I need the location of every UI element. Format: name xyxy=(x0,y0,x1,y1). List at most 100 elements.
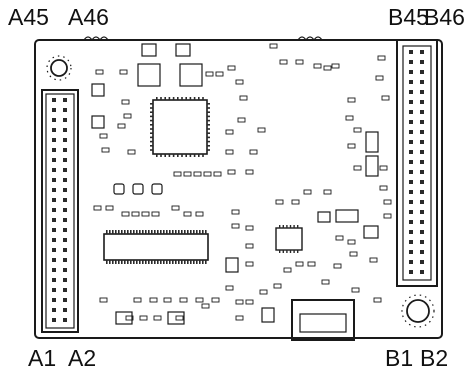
tssop-lead xyxy=(205,260,207,264)
mcu-lead xyxy=(207,140,210,143)
passive-component xyxy=(379,165,388,171)
left-header-pin xyxy=(63,98,67,102)
right-header-pin xyxy=(409,110,413,114)
mcu-lead xyxy=(202,154,204,157)
left-header-pin xyxy=(63,108,67,112)
left-header-pin xyxy=(52,128,56,132)
left-header-pin xyxy=(63,158,67,162)
right-header-pin xyxy=(409,120,413,124)
passive-component xyxy=(175,315,184,321)
mcu-lead xyxy=(177,154,179,157)
passive-component xyxy=(259,289,268,295)
passive-component xyxy=(123,113,132,119)
mcu-lead xyxy=(160,154,162,157)
right-header-pin xyxy=(420,70,424,74)
passive-component xyxy=(131,211,140,217)
passive-component xyxy=(245,243,254,249)
right-header-pin xyxy=(409,150,413,154)
tssop-lead xyxy=(124,230,126,234)
tssop-lead xyxy=(106,230,108,234)
passive-component xyxy=(245,225,254,231)
tssop-lead xyxy=(187,260,189,264)
passive-component xyxy=(349,251,358,257)
left-header-pin xyxy=(63,208,67,212)
left-header-body xyxy=(45,93,75,329)
right-header-pin xyxy=(409,100,413,104)
left-header-pin xyxy=(63,228,67,232)
mcu-lead xyxy=(207,149,210,151)
passive-component xyxy=(249,149,258,155)
right-header-pin xyxy=(409,200,413,204)
tssop-lead xyxy=(109,260,111,264)
right-header-shroud xyxy=(396,39,438,287)
left-header-pin xyxy=(63,258,67,262)
mcu-lead xyxy=(150,115,153,118)
tssop-lead xyxy=(193,260,195,264)
right-header-pin xyxy=(420,260,424,264)
passive-component xyxy=(283,267,292,273)
pin-label-a1: A1 xyxy=(28,345,57,371)
right-header-pin xyxy=(420,130,424,134)
passive-component xyxy=(239,95,248,101)
passive-component xyxy=(227,169,236,175)
mcu-lead xyxy=(189,154,192,157)
right-header-pin xyxy=(420,210,424,214)
tssop-lead xyxy=(160,230,162,234)
passive-component xyxy=(273,283,282,289)
passive-component xyxy=(231,209,240,215)
right-header-pin xyxy=(409,260,413,264)
left-header-pin xyxy=(63,318,67,322)
passive-component xyxy=(313,63,322,69)
mcu-lead xyxy=(150,119,153,122)
right-header-pin xyxy=(409,50,413,54)
tssop-lead xyxy=(154,230,156,234)
passive-component xyxy=(101,147,110,153)
right-header-pin xyxy=(420,90,424,94)
passive-component xyxy=(117,123,126,129)
left-header-pin xyxy=(52,238,56,242)
passive-component xyxy=(237,117,246,123)
mcu-lead xyxy=(150,145,153,147)
mcu-lead xyxy=(181,97,183,100)
mcu-lead xyxy=(168,154,171,157)
passive-component xyxy=(295,59,304,65)
right-header-pin xyxy=(420,120,424,124)
cap-2 xyxy=(132,183,144,195)
left-header-pin xyxy=(52,178,56,182)
tssop-lead xyxy=(121,260,123,264)
left-header-pin xyxy=(63,278,67,282)
mcu-lead xyxy=(168,97,171,100)
passive-component xyxy=(381,95,390,101)
mcu-lead xyxy=(156,97,158,100)
tssop-lead xyxy=(118,260,120,264)
tssop-lead xyxy=(157,260,159,264)
passive-component xyxy=(269,43,278,49)
mcu-lead xyxy=(150,149,153,151)
passive-component xyxy=(227,65,236,71)
tssop-lead xyxy=(160,260,162,264)
passive-component xyxy=(205,71,214,77)
right-header-pin xyxy=(420,230,424,234)
tssop-lead xyxy=(136,230,138,234)
passive-component xyxy=(347,143,356,149)
passive-component xyxy=(95,69,104,75)
passive-component xyxy=(183,211,192,217)
qfn-lead xyxy=(279,250,281,253)
tssop-lead xyxy=(142,260,144,264)
mcu-lead xyxy=(177,97,179,100)
passive-component xyxy=(163,297,172,303)
passive-component xyxy=(99,133,108,139)
left-header-pin xyxy=(63,128,67,132)
passive-component xyxy=(383,213,392,219)
right-header-pin xyxy=(409,250,413,254)
passive-component xyxy=(245,169,254,175)
left-header-pin xyxy=(63,138,67,142)
tssop-lead xyxy=(112,260,114,264)
tssop-lead xyxy=(166,230,168,234)
left-header-pin xyxy=(52,208,56,212)
tssop-lead xyxy=(139,260,141,264)
passive-component xyxy=(231,223,240,229)
mount-hole-ring-bottom-right xyxy=(401,294,435,328)
passive-component xyxy=(235,315,244,321)
